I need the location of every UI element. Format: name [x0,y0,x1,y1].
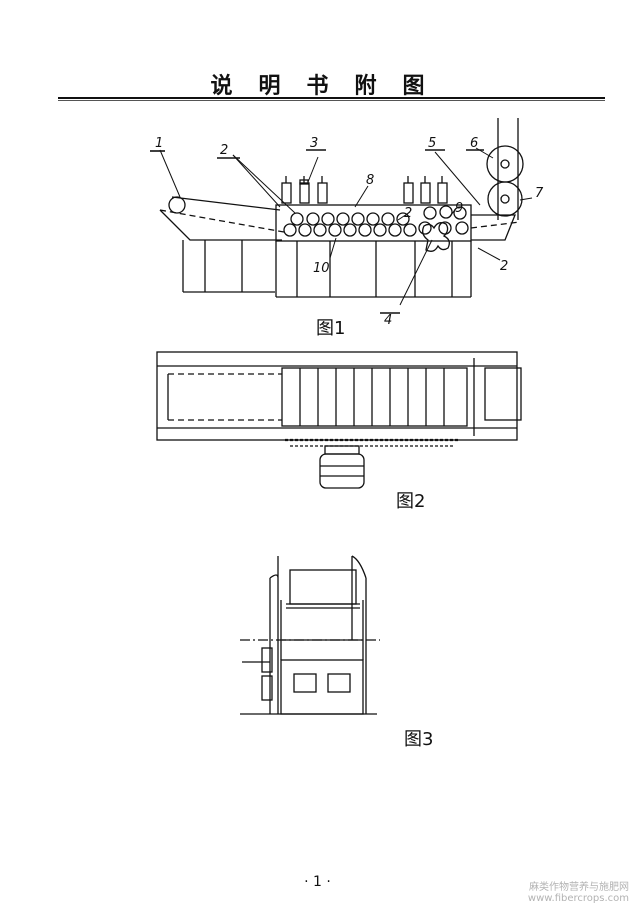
callout-7: 7 [535,186,544,201]
roller-row [283,205,469,237]
figure-2-caption: 图2 [396,491,426,512]
figure-3-diagram [240,555,380,715]
page-title: 说明书附图 [210,73,451,99]
figure-1-diagram [150,118,533,314]
pressure-units-right [403,176,448,204]
callout-2: 2 [220,143,228,158]
header-rule [58,97,605,99]
callout-1: 1 [155,136,163,151]
page-number: · 1 · [304,874,331,890]
figure-3-caption: 图3 [404,729,434,750]
callout-9: 9 [455,201,463,216]
figure-1-caption: 图1 [316,318,346,339]
watermark: 麻类作物营养与施肥网 www.fibercrops.com [528,882,629,904]
callout-5: 5 [428,136,436,151]
callout-3: 3 [310,136,318,151]
header-rule-thin [58,100,605,101]
callout-2c: 2 [500,259,508,274]
figure-2-diagram [156,351,522,489]
callout-6: 6 [470,136,478,151]
pressure-units-left [281,176,328,204]
callout-10: 10 [313,261,330,276]
watermark-line-1: 麻类作物营养与施肥网 [529,882,629,893]
callout-4: 4 [384,313,392,328]
callout-2b: 2 [404,206,412,221]
callout-8: 8 [366,173,374,188]
watermark-line-2: www.fibercrops.com [527,893,629,904]
leader-lines [159,147,533,306]
